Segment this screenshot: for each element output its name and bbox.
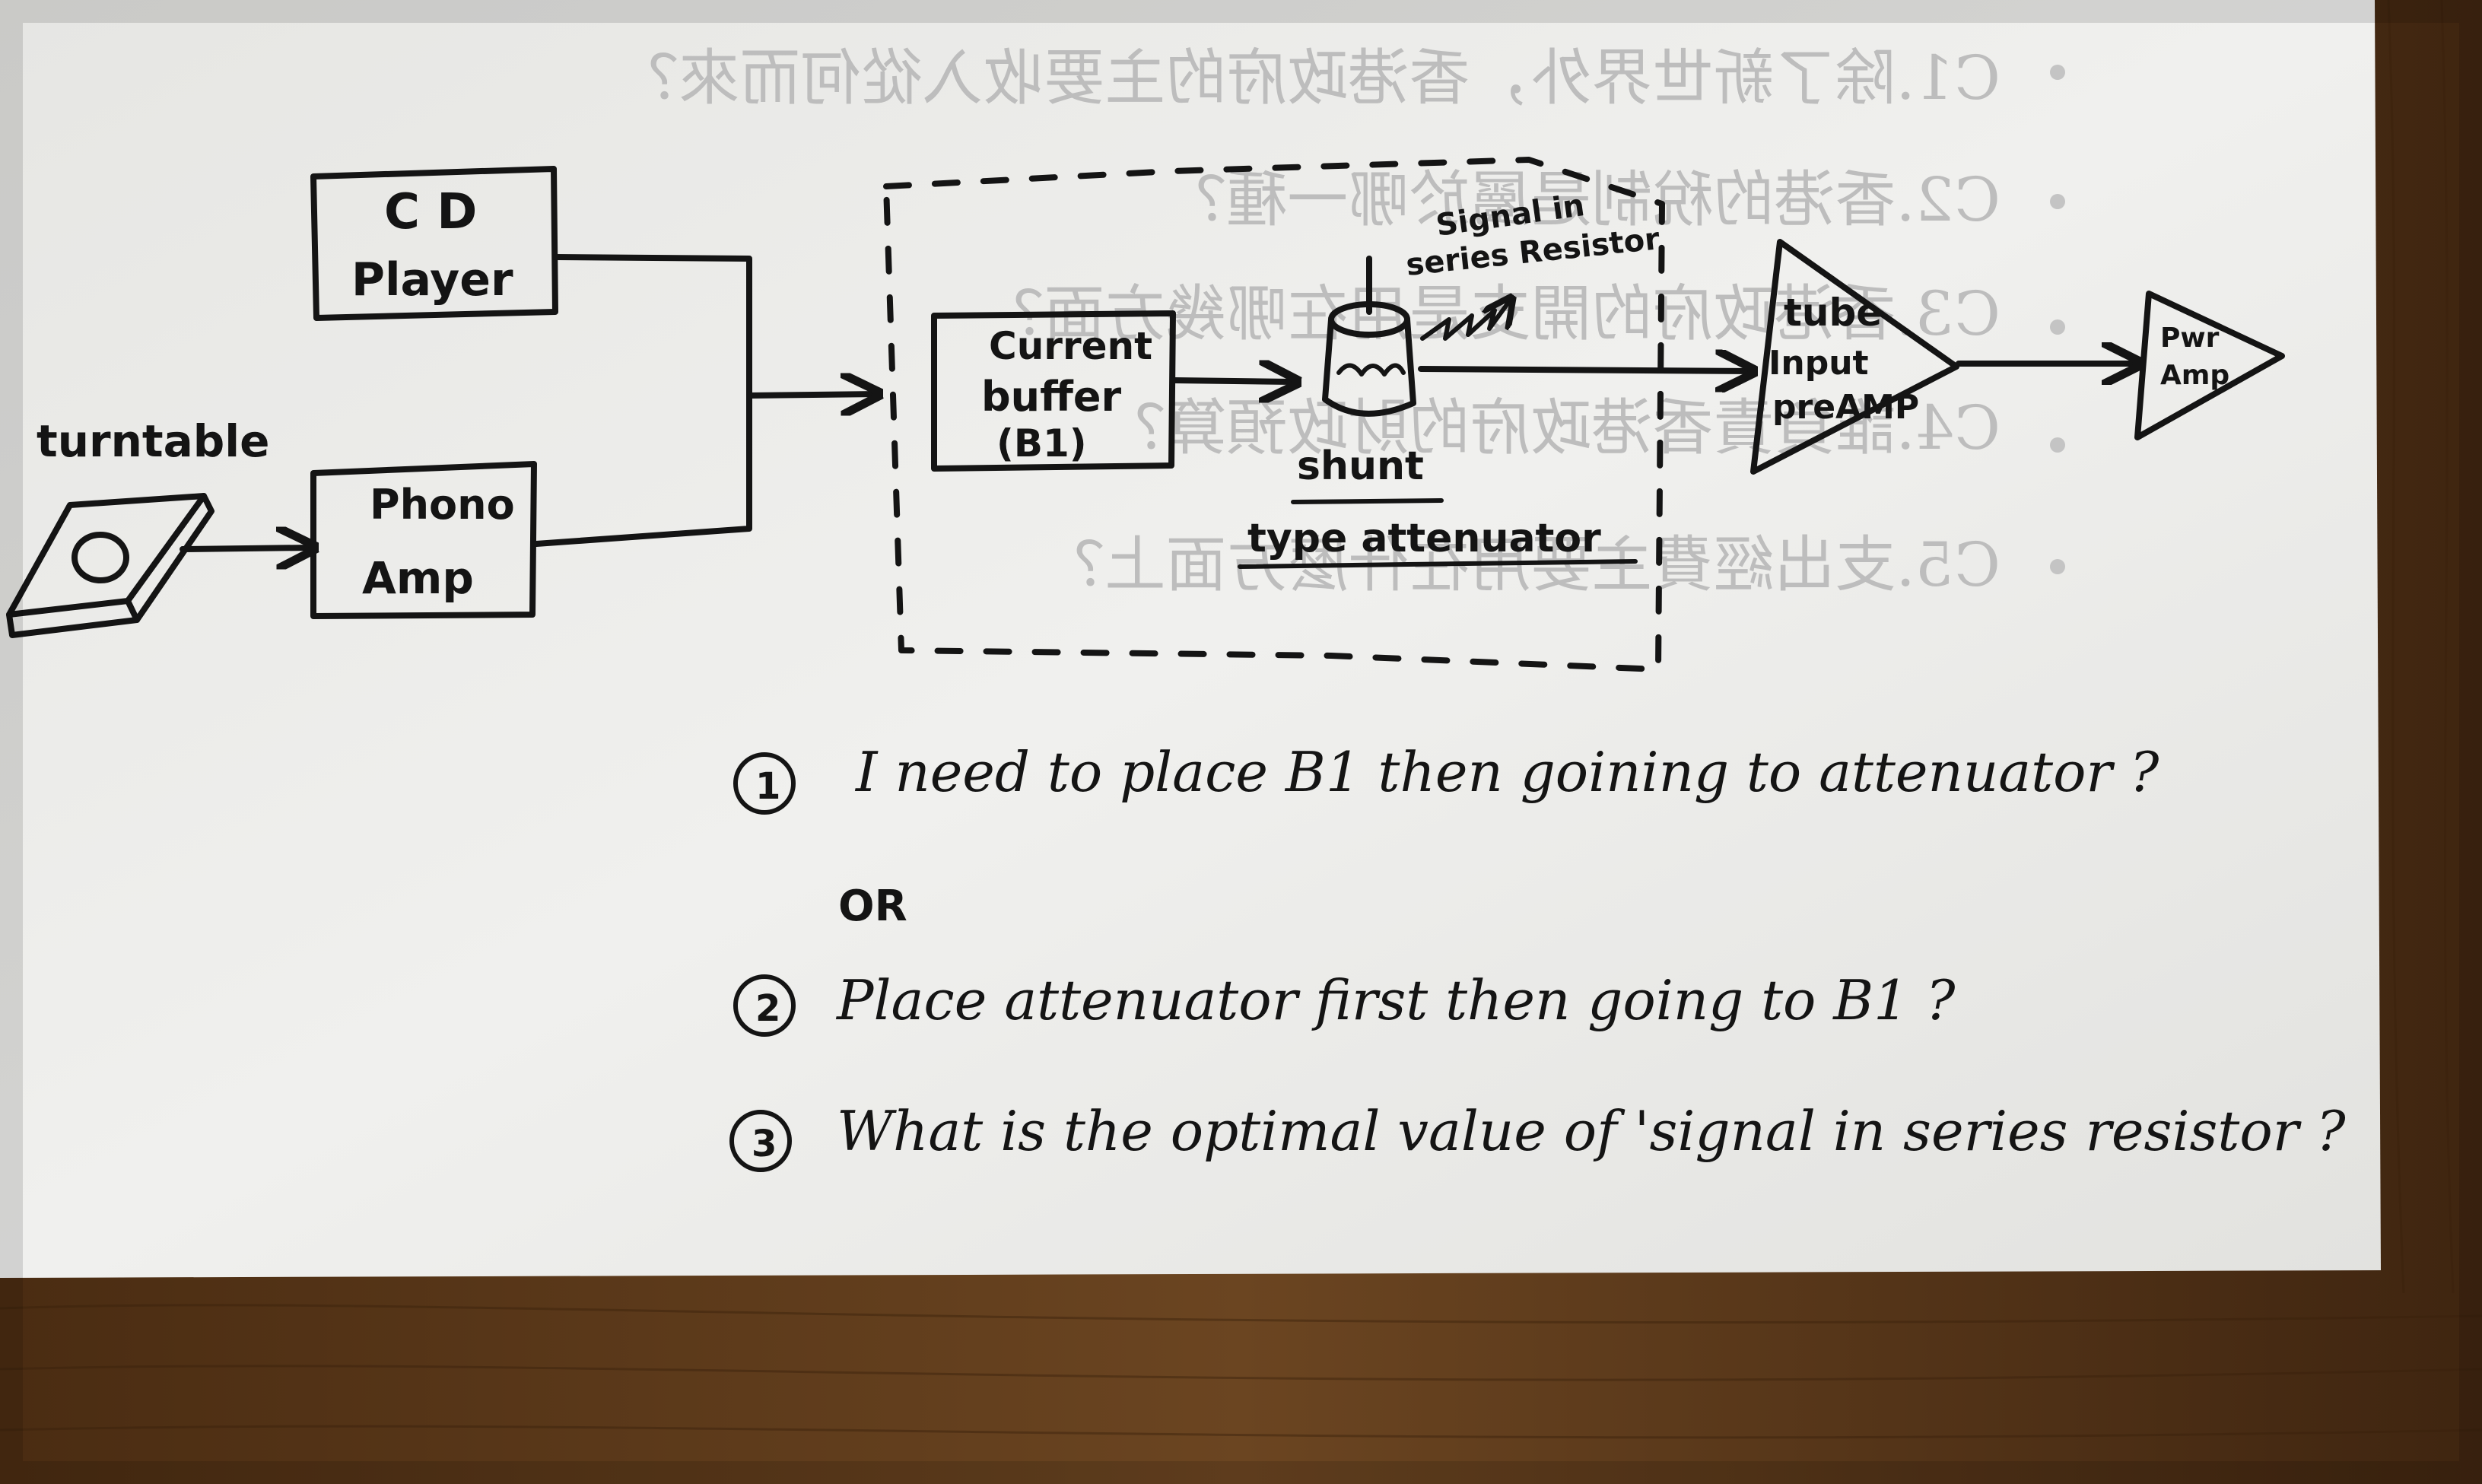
- attenuator-label: shunt type attenuator: [1238, 443, 1638, 569]
- question-2-number: 2: [755, 987, 780, 1030]
- tube-preamp-label-1: tube: [1784, 291, 1882, 335]
- current-buffer-label-1: Current: [989, 324, 1152, 368]
- turntable-platter-icon: [72, 532, 129, 583]
- question-1-number: 1: [755, 765, 780, 808]
- cd-player-label-1: C D: [384, 184, 477, 240]
- power-amp-label-1: Pwr: [2160, 323, 2220, 354]
- question-3: 3 What is the optimal value of 'signal i…: [729, 1099, 2346, 1172]
- cd-player-label-2: Player: [351, 253, 513, 307]
- source-to-buffer-wire: [746, 394, 875, 396]
- turntable-label: turntable: [37, 415, 270, 467]
- question-3-text: What is the optimal value of 'signal in …: [837, 1099, 2346, 1163]
- phono-amp-label-2: Amp: [362, 552, 474, 604]
- bleed-line-4: C4.誰負責香港政府的財政預算？: [1104, 392, 2001, 463]
- power-amp-label-2: Amp: [2160, 360, 2229, 391]
- cd-player-block: C D Player: [310, 166, 558, 321]
- dashed-enclosure: [883, 157, 1665, 672]
- question-1-text: I need to place B1 then goining to atten…: [854, 740, 2159, 804]
- current-buffer-label-3: (B1): [996, 421, 1087, 466]
- question-list: 1 I need to place B1 then goining to att…: [729, 740, 2346, 1172]
- or-label: OR: [838, 882, 907, 931]
- turntable-to-phono-wire: [180, 548, 310, 549]
- current-buffer-label-2: buffer: [981, 373, 1121, 421]
- tube-preamp-label-2: Input: [1769, 344, 1869, 383]
- attenuator-label-1: shunt: [1297, 443, 1424, 489]
- wood-grain: [0, 0, 2482, 1439]
- tube-preamp-label-3: preAMP: [1772, 388, 1919, 427]
- current-buffer-block: Current buffer (B1): [931, 310, 1176, 472]
- phono-amp-label-1: Phono: [370, 481, 515, 529]
- question-1: 1 I need to place B1 then goining to att…: [733, 740, 2159, 815]
- turntable-block: turntable: [6, 415, 270, 638]
- buffer-to-attenuator-wire: [1172, 380, 1293, 382]
- attenuator-knob-icon: [1322, 256, 1416, 417]
- bleed-line-1: C1.除了新世界外，香港政府的主要收入從何而來？: [618, 43, 2001, 113]
- question-3-number: 3: [752, 1123, 777, 1165]
- attenuator-label-2: type attenuator: [1247, 516, 1601, 561]
- question-2-text: Place attenuator first then going to B1 …: [835, 968, 1956, 1032]
- paper-sheet: [0, 0, 2381, 1278]
- attenuator-to-preamp-wire: [1418, 369, 1749, 371]
- tube-preamp-block: tube Input preAMP: [1750, 239, 1959, 475]
- power-amp-block: Pwr Amp: [2134, 291, 2285, 440]
- question-2: 2 Place attenuator first then going to B…: [733, 968, 1956, 1037]
